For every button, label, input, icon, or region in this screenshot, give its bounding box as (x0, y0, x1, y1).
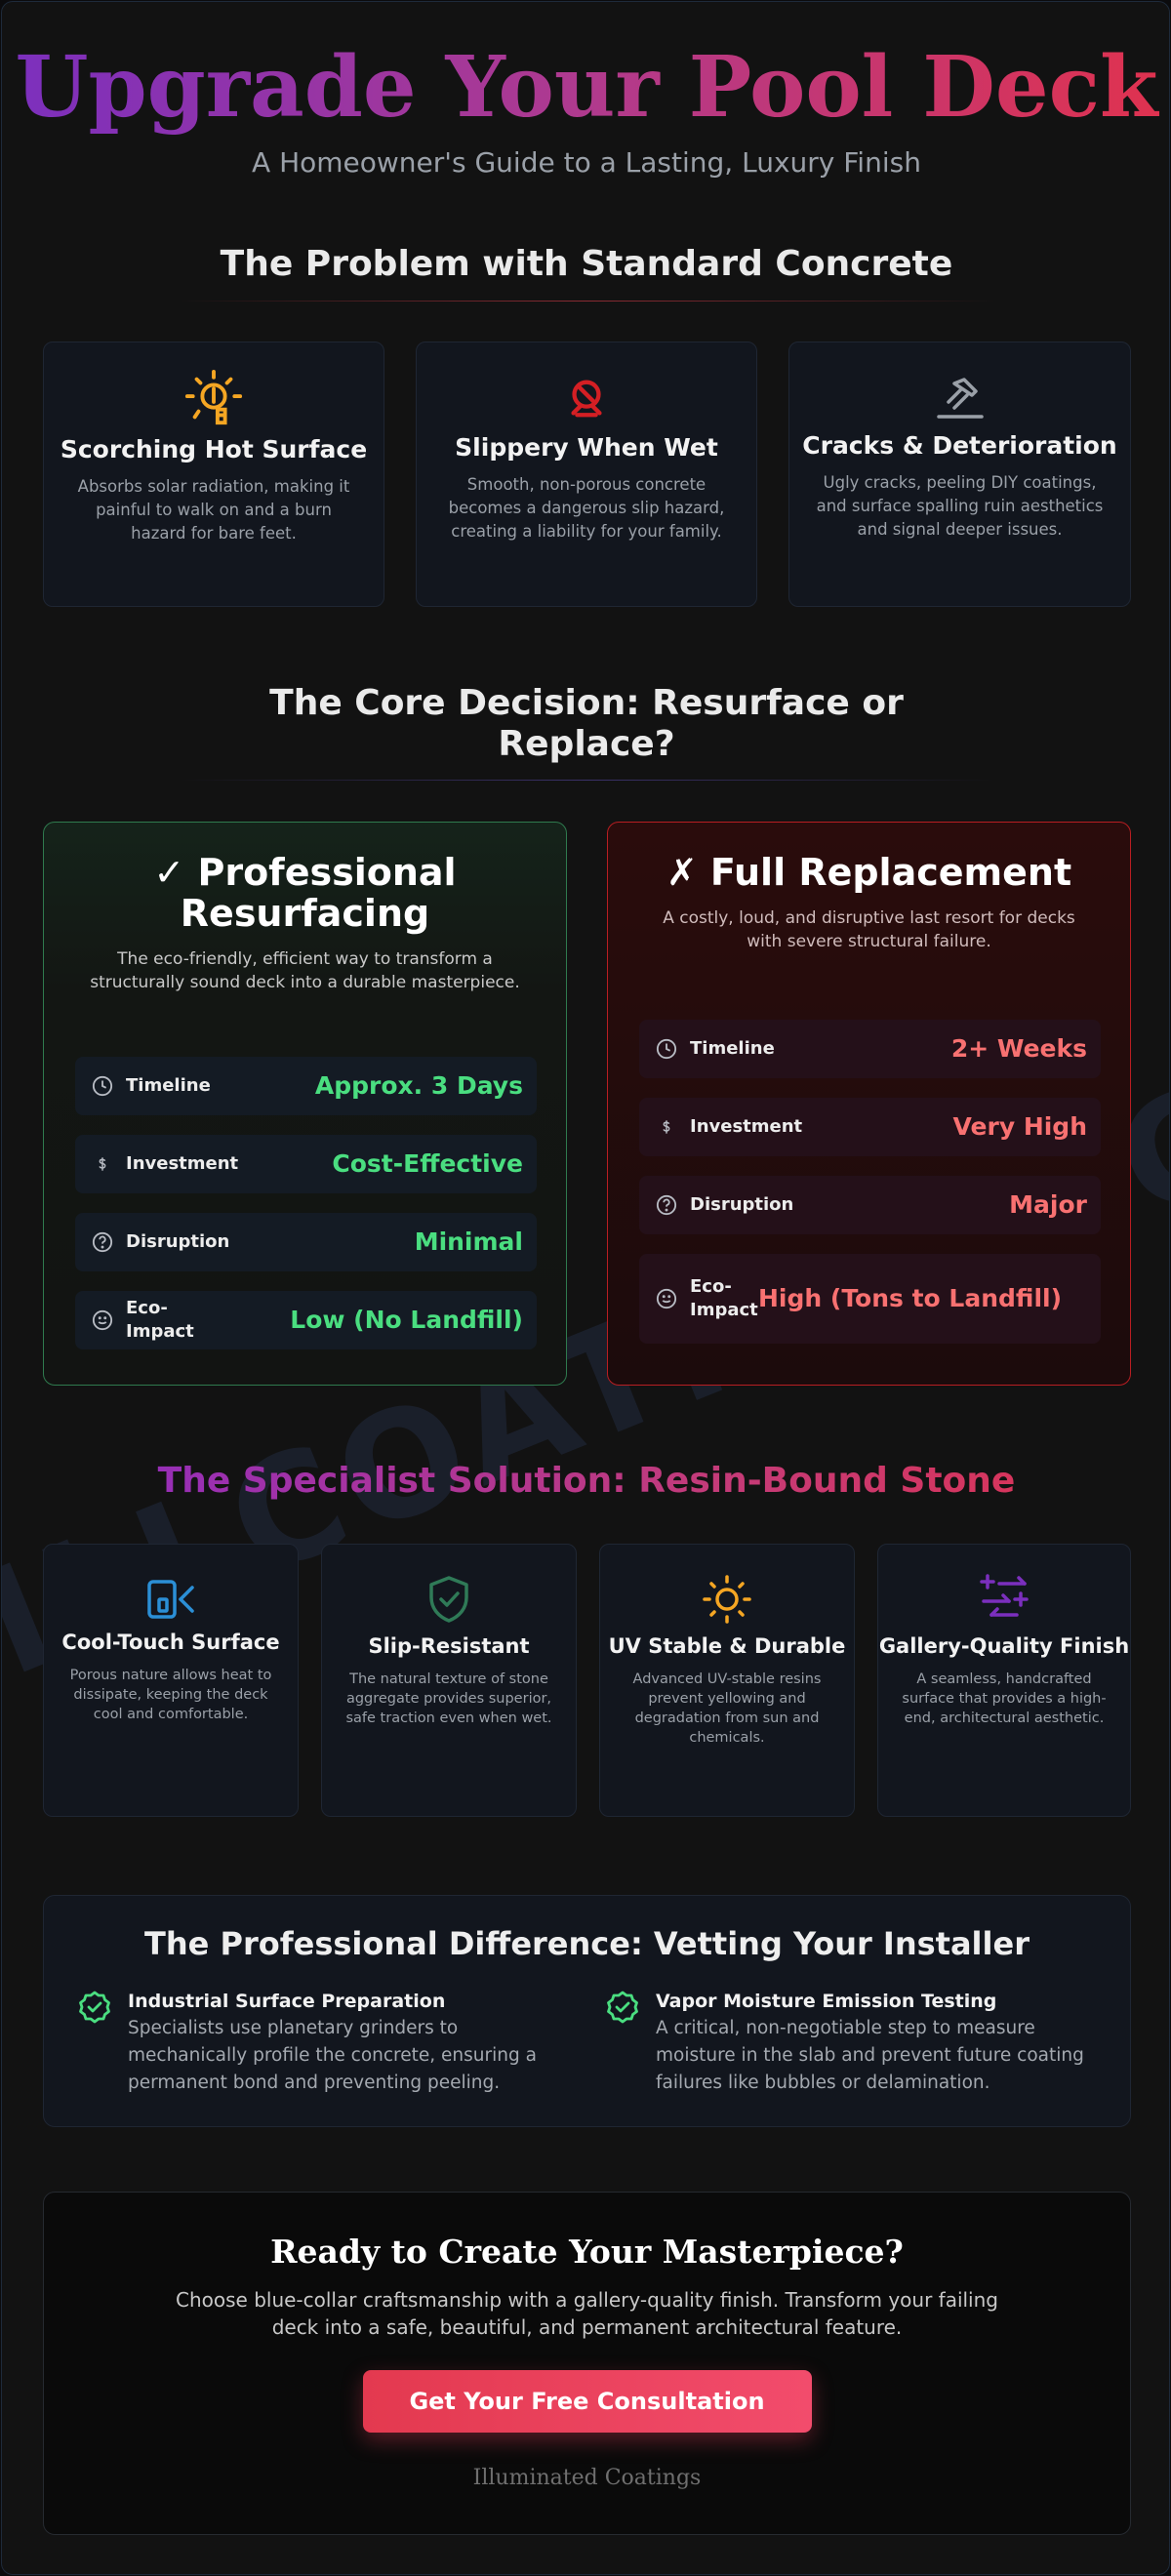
problem-card-title: Scorching Hot Surface (60, 435, 368, 463)
resurfacing-row-disruption: Disruption Minimal (75, 1213, 537, 1271)
problem-card-hot: Scorching Hot Surface Absorbs solar radi… (43, 342, 384, 607)
vetting-item-text: A critical, non-negotiable step to measu… (656, 2018, 1084, 2093)
feature-card-slip: Slip-Resistant The natural texture of st… (321, 1544, 577, 1817)
row-label: Eco-Impact (126, 1298, 194, 1342)
clock-icon (89, 1072, 116, 1100)
solution-section-title: The Specialist Solution: Resin-Bound Sto… (2, 1460, 1169, 1503)
hot-sun-thermometer-icon (184, 369, 243, 425)
replacement-desc: A costly, loud, and disruptive last reso… (663, 908, 1075, 951)
row-label: Timeline (126, 1075, 211, 1096)
check-circle-icon (607, 1991, 638, 2024)
shield-check-icon (429, 1576, 468, 1623)
row-value: 2+ Weeks (950, 1034, 1087, 1063)
problem-card-text: Ugly cracks, peeling DIY coatings, and s… (816, 473, 1104, 539)
problem-card-cracks: Cracks & Deterioration Ugly cracks, peel… (788, 342, 1131, 607)
problem-card-title: Slippery When Wet (455, 433, 718, 462)
vetting-item-title: Vapor Moisture Emission Testing (656, 1991, 997, 2012)
feature-card-text: Advanced UV-stable resins prevent yellow… (632, 1671, 822, 1746)
row-value: Approx. 3 Days (314, 1071, 523, 1100)
row-label: Eco-Impact (690, 1276, 758, 1320)
resurfacing-title: ✓ Professional Resurfacing (153, 851, 457, 935)
row-value: Major (1009, 1190, 1087, 1219)
replacement-panel: ✗ Full Replacement A costly, loud, and d… (607, 822, 1131, 1386)
row-value: Minimal (414, 1228, 523, 1256)
feature-card-title: Gallery-Quality Finish (878, 1634, 1130, 1658)
row-value: Low (No Landfill) (290, 1306, 523, 1334)
feature-card-text: The natural texture of stone aggregate p… (345, 1671, 552, 1726)
replacement-row-eco: Eco-Impact High (Tons to Landfill) (639, 1254, 1101, 1344)
clock-icon (653, 1035, 680, 1063)
cta-text: Choose blue-collar craftsmanship with a … (176, 2288, 998, 2339)
resurfacing-desc: The eco-friendly, efficient way to trans… (90, 949, 520, 992)
row-label: Timeline (690, 1038, 775, 1059)
resurfacing-row-timeline: Timeline Approx. 3 Days (75, 1057, 537, 1115)
page-subtitle: A Homeowner's Guide to a Lasting, Luxury… (252, 146, 921, 179)
feature-card-title: UV Stable & Durable (608, 1634, 846, 1658)
problem-card-slippery: Slippery When Wet Smooth, non-porous con… (416, 342, 757, 607)
smiley-icon (653, 1285, 680, 1312)
vetting-item-prep: Industrial Surface Preparation Specialis… (77, 1990, 565, 2097)
vetting-title: The Professional Difference: Vetting You… (144, 1925, 1030, 1962)
replacement-row-investment: Investment Very High (639, 1098, 1101, 1156)
vetting-item-title: Industrial Surface Preparation (128, 1991, 446, 2012)
feature-card-uv: UV Stable & Durable Advanced UV-stable r… (599, 1544, 855, 1817)
dollar-icon (653, 1113, 680, 1141)
problem-divider (180, 301, 995, 302)
row-value: Cost-Effective (332, 1149, 523, 1178)
check-circle-icon (79, 1991, 110, 2024)
hammer-icon (936, 378, 984, 419)
row-value: Very High (952, 1112, 1087, 1141)
vetting-panel: The Professional Difference: Vetting You… (43, 1895, 1131, 2127)
slip-warning-icon (571, 380, 602, 418)
row-label: Investment (126, 1153, 239, 1174)
replacement-row-disruption: Disruption Major (639, 1176, 1101, 1234)
sparkle-icon (980, 1574, 1029, 1617)
cta-panel: Ready to Create Your Masterpiece? Choose… (43, 2192, 1131, 2535)
cta-title: Ready to Create Your Masterpiece? (270, 2233, 904, 2271)
vetting-item-moisture: Vapor Moisture Emission Testing A critic… (605, 1990, 1093, 2097)
resurfacing-panel: ✓ Professional Resurfacing The eco-frien… (43, 822, 567, 1386)
row-label: Investment (690, 1116, 803, 1137)
question-icon (89, 1228, 116, 1256)
feature-card-gallery: Gallery-Quality Finish A seamless, handc… (877, 1544, 1131, 1817)
feature-card-text: Porous nature allows heat to dissipate, … (69, 1668, 272, 1722)
free-consultation-button[interactable]: Get Your Free Consultation (362, 2370, 812, 2433)
decision-divider (180, 780, 995, 781)
problem-section-title: The Problem with Standard Concrete (220, 244, 953, 284)
feature-card-cool: Cool-Touch Surface Porous nature allows … (43, 1544, 299, 1817)
sun-icon (703, 1575, 751, 1624)
row-label: Disruption (690, 1194, 794, 1215)
smiley-icon (89, 1307, 116, 1334)
problem-card-text: Absorbs solar radiation, making it painf… (77, 477, 350, 543)
page-title: Upgrade Your Pool Deck (2, 39, 1169, 137)
brand-name: Illuminated Coatings (472, 2466, 702, 2490)
decision-section-title: The Core Decision: Resurface or Replace? (269, 683, 904, 764)
dollar-icon (89, 1150, 116, 1178)
row-value: High (Tons to Landfill) (758, 1284, 1063, 1312)
vetting-item-text: Specialists use planetary grinders to me… (128, 2018, 537, 2093)
question-icon (653, 1191, 680, 1219)
resurfacing-row-eco: Eco-Impact Low (No Landfill) (75, 1291, 537, 1349)
replacement-row-timeline: Timeline 2+ Weeks (639, 1020, 1101, 1078)
cool-touch-icon (147, 1580, 194, 1619)
row-label: Disruption (126, 1231, 230, 1252)
resurfacing-row-investment: Investment Cost-Effective (75, 1135, 537, 1193)
replacement-title: ✗ Full Replacement (666, 851, 1072, 894)
problem-card-title: Cracks & Deterioration (802, 431, 1117, 460)
feature-card-title: Slip-Resistant (368, 1634, 530, 1658)
feature-card-title: Cool-Touch Surface (61, 1630, 280, 1654)
problem-card-text: Smooth, non-porous concrete becomes a da… (448, 475, 725, 541)
feature-card-text: A seamless, handcrafted surface that pro… (902, 1671, 1107, 1726)
